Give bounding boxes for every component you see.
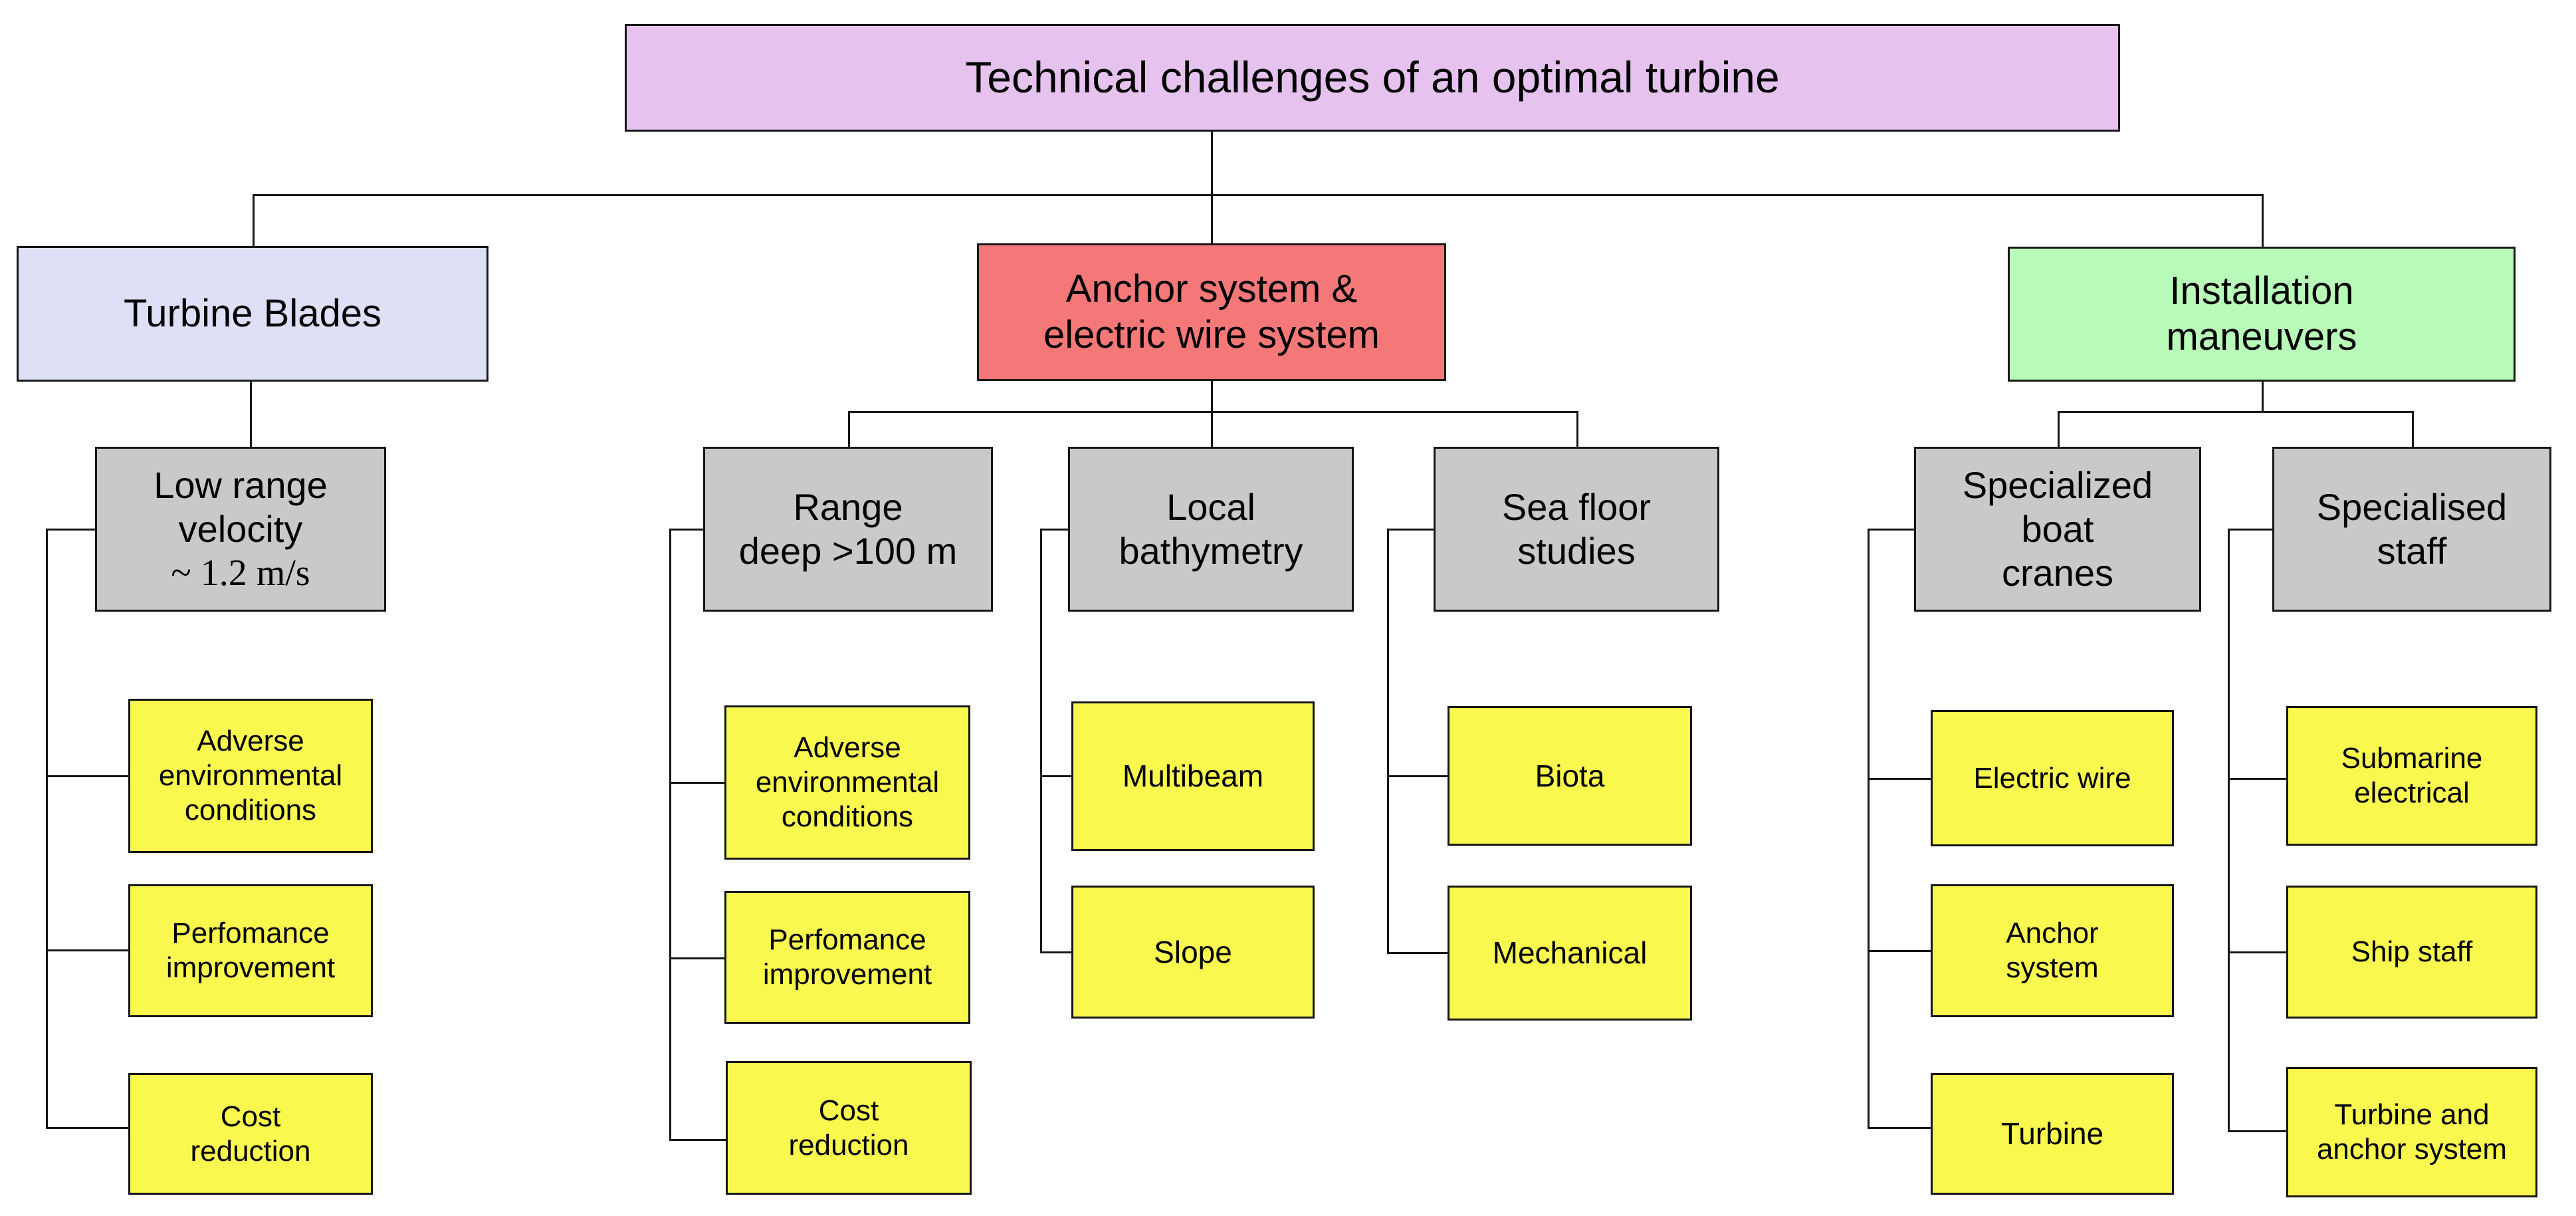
node-label: Sea floor studies [1501, 485, 1652, 572]
node-label: Cost reduction [190, 1100, 311, 1167]
node-label: Specialized boat cranes [1962, 463, 2153, 594]
node-label: Slope [1154, 934, 1232, 969]
connector [669, 782, 724, 784]
node-low-range-velocity: Low range velocity ~ 1.2 m/s [95, 447, 386, 612]
node-anchor-wire-system: Anchor system & electric wire system [977, 243, 1446, 381]
node-mechanical: Mechanical [1448, 886, 1692, 1021]
connector [46, 529, 95, 531]
node-label: Perfomance improvement [165, 917, 336, 984]
node-specialized-boat-cranes: Specialized boat cranes [1914, 447, 2201, 612]
connector [1868, 1127, 1931, 1129]
node-anchor-system: Anchor system [1931, 884, 2174, 1017]
connector [1868, 950, 1931, 952]
node-label: Installation maneuvers [2166, 269, 2357, 358]
connector [46, 1127, 128, 1129]
node-specialised-staff: Specialised staff [2272, 447, 2551, 612]
connector [2262, 382, 2264, 413]
connector [1576, 411, 1578, 449]
node-label: Adverse environmental conditions [158, 725, 343, 826]
connector [253, 194, 2264, 196]
connector [848, 411, 1578, 413]
connector [253, 194, 255, 248]
node-label: Electric wire [1973, 761, 2131, 794]
connector [1211, 381, 1213, 449]
connector [1387, 529, 1389, 954]
node-label: Turbine [2000, 1116, 2104, 1152]
connector [1868, 529, 1870, 1129]
connector [2228, 529, 2272, 531]
connector [1387, 952, 1448, 954]
connector [2228, 951, 2286, 953]
connector [1387, 775, 1448, 777]
connector [1040, 951, 1071, 953]
connector [2412, 411, 2414, 449]
node-slope: Slope [1071, 886, 1315, 1019]
node-submarine-electrical: Submarine electrical [2286, 706, 2537, 846]
node-label: Perfomance improvement [762, 923, 932, 991]
connector [1211, 132, 1213, 194]
connector [2058, 411, 2414, 413]
node-ship-staff: Ship staff [2286, 886, 2537, 1019]
node-velocity-value: ~ 1.2 m/s [171, 552, 310, 594]
node-turbine-anchor-system: Turbine and anchor system [2286, 1067, 2537, 1197]
connector [1868, 778, 1931, 780]
node-label: Low range velocity [154, 463, 328, 550]
node-label: Turbine Blades [124, 291, 381, 335]
connector [2262, 194, 2264, 249]
node-label: Ship staff [2351, 935, 2473, 969]
node-range-cost-reduction: Cost reduction [726, 1061, 972, 1195]
node-range-deep: Range deep >100 m [703, 447, 993, 612]
connector [1040, 529, 1068, 531]
node-blades-adverse-conditions: Adverse environmental conditions [128, 699, 373, 853]
node-label: Specialised staff [2316, 485, 2508, 572]
connector [1040, 775, 1071, 777]
node-multibeam: Multibeam [1071, 701, 1315, 851]
node-blades-cost-reduction: Cost reduction [128, 1073, 373, 1195]
node-label: Cost reduction [788, 1094, 909, 1161]
connector [250, 382, 252, 448]
connector [669, 957, 724, 959]
node-turbine: Turbine [1931, 1073, 2174, 1195]
node-title-label: Technical challenges of an optimal turbi… [965, 53, 1780, 102]
connector [848, 411, 850, 449]
node-title: Technical challenges of an optimal turbi… [625, 24, 2120, 132]
node-label: Multibeam [1122, 759, 1264, 794]
node-label: Turbine and anchor system [2316, 1098, 2508, 1165]
node-installation-maneuvers: Installation maneuvers [2008, 247, 2516, 382]
node-label: Biota [1535, 758, 1605, 793]
connector [2228, 529, 2230, 1132]
node-label: Local bathymetry [1119, 485, 1303, 572]
node-sea-floor-studies: Sea floor studies [1434, 447, 1719, 612]
connector [46, 949, 128, 951]
connector [669, 529, 671, 1141]
connector [1211, 194, 1213, 245]
node-biota: Biota [1448, 706, 1692, 846]
node-range-performance: Perfomance improvement [724, 891, 970, 1024]
node-electric-wire: Electric wire [1931, 710, 2174, 846]
node-label: Anchor system & electric wire system [1043, 267, 1380, 356]
connector [2058, 411, 2060, 449]
connector [2228, 778, 2286, 780]
node-label: Adverse environmental conditions [755, 731, 940, 833]
node-blades-performance: Perfomance improvement [128, 884, 373, 1017]
node-label: Mechanical [1492, 935, 1648, 971]
node-range-adverse-conditions: Adverse environmental conditions [724, 705, 970, 860]
connector [1040, 529, 1042, 953]
node-label: Submarine electrical [2341, 742, 2483, 809]
connector [669, 1139, 726, 1141]
connector [2228, 1130, 2286, 1132]
connector [1868, 529, 1914, 531]
node-turbine-blades: Turbine Blades [17, 246, 488, 382]
node-label: Anchor system [2006, 917, 2099, 984]
connector [1387, 529, 1434, 531]
node-label: Range deep >100 m [738, 485, 958, 572]
connector [669, 529, 703, 531]
node-local-bathymetry: Local bathymetry [1068, 447, 1354, 612]
connector [46, 775, 128, 777]
connector [46, 529, 48, 1129]
